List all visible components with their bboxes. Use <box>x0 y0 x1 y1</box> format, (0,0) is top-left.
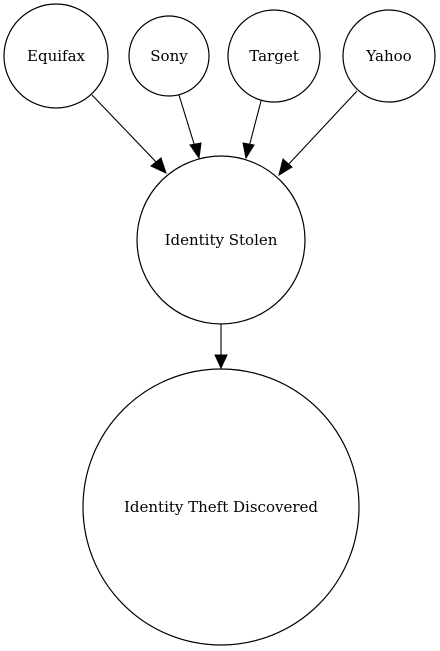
edge-sony-to-identity-stolen <box>178 94 196 148</box>
node-sony-label: Sony <box>150 47 188 65</box>
node-identity-stolen: Identity Stolen <box>136 155 306 325</box>
node-equifax: Equifax <box>3 3 109 109</box>
node-equifax-circle <box>3 3 109 109</box>
node-identity-theft-discovered: Identity Theft Discovered <box>82 368 360 646</box>
arrowhead-target-to-identity-stolen <box>242 142 255 160</box>
node-yahoo: Yahoo <box>342 9 436 103</box>
node-yahoo-label: Yahoo <box>365 47 411 65</box>
node-sony-circle <box>128 15 210 97</box>
arrowhead-yahoo-to-identity-stolen <box>278 158 293 177</box>
node-target-label: Target <box>249 47 298 65</box>
node-equifax-label: Equifax <box>27 47 86 65</box>
node-identity-theft-discovered-circle <box>82 368 360 646</box>
edge-equifax-to-identity-stolen <box>91 94 159 165</box>
arrowhead-identity-stolen-to-identity-theft-discovered <box>214 354 228 370</box>
node-identity-stolen-label: Identity Stolen <box>165 231 278 249</box>
arrowhead-equifax-to-identity-stolen <box>150 157 167 174</box>
edge-yahoo-to-identity-stolen <box>286 90 358 167</box>
node-identity-theft-discovered-label: Identity Theft Discovered <box>124 498 318 516</box>
node-yahoo-circle <box>342 9 436 103</box>
edges <box>91 90 358 370</box>
node-target-circle <box>227 9 321 103</box>
node-target: Target <box>227 9 321 103</box>
arrowhead-sony-to-identity-stolen <box>189 142 202 160</box>
edge-target-to-identity-stolen <box>248 100 262 148</box>
node-identity-stolen-circle <box>136 155 306 325</box>
node-sony: Sony <box>128 15 210 97</box>
